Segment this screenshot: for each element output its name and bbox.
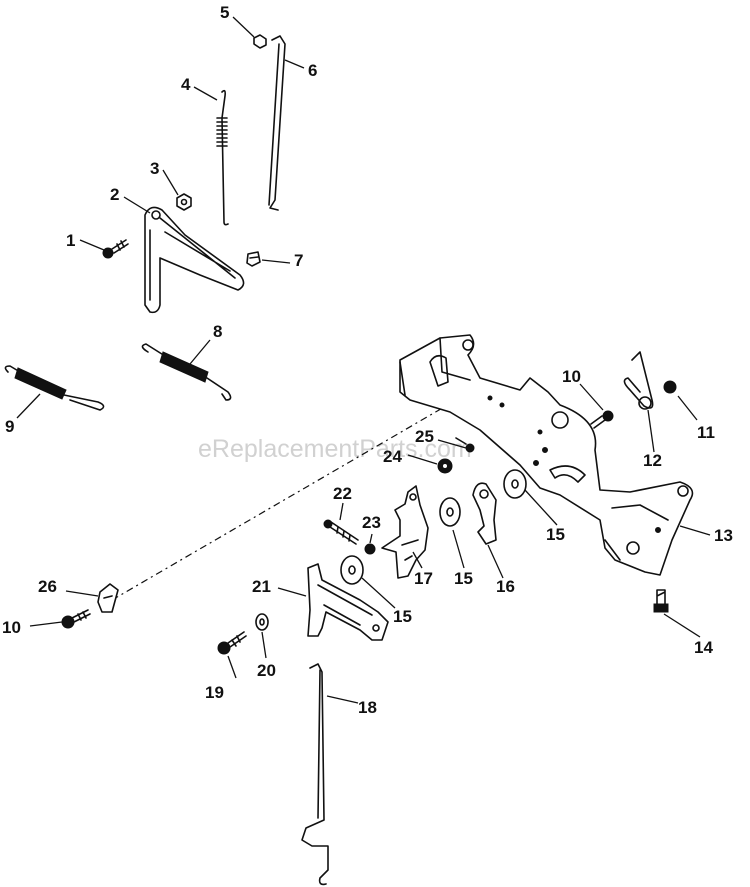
callout-10-upper: 10 — [562, 367, 581, 386]
callout-7: 7 — [294, 251, 303, 270]
callout-19: 19 — [205, 683, 224, 702]
alignment-line — [111, 391, 471, 601]
part-17-throttle-lever — [381, 485, 429, 579]
callout-17: 17 — [414, 569, 433, 588]
callout-15-c: 15 — [393, 607, 412, 626]
part-5-nut — [253, 34, 267, 49]
callout-15-b: 15 — [454, 569, 473, 588]
callout-4: 4 — [181, 75, 191, 94]
part-19-screw — [217, 631, 247, 655]
callout-18: 18 — [358, 698, 377, 717]
callout-15-a: 15 — [546, 525, 565, 544]
callout-13: 13 — [714, 526, 733, 545]
part-10-screw-upper — [590, 410, 614, 429]
part-2-lever — [144, 206, 245, 314]
callout-24: 24 — [383, 447, 402, 466]
part-20-washer — [255, 613, 269, 631]
part-22-screw — [323, 519, 359, 545]
part-7-clip — [246, 251, 261, 267]
callout-26: 26 — [38, 577, 57, 596]
callout-2: 2 — [110, 185, 119, 204]
callout-23: 23 — [362, 513, 381, 532]
callout-5: 5 — [220, 3, 229, 22]
callout-labels: 1 2 3 4 5 6 7 8 9 10 11 12 13 14 15 15 1… — [2, 3, 733, 717]
callout-9: 9 — [5, 417, 14, 436]
leader-lines — [16, 16, 711, 704]
part-4-spring-link — [216, 89, 229, 226]
callout-16: 16 — [496, 577, 515, 596]
part-8-spring — [141, 343, 232, 401]
part-11-nut — [663, 380, 677, 394]
watermark-text: eReplacementParts.com — [198, 435, 472, 463]
part-21-choke-bracket — [307, 563, 389, 641]
callout-14: 14 — [694, 638, 713, 657]
part-12-spring-clip — [623, 351, 654, 410]
part-1-screw — [102, 239, 129, 259]
callout-3: 3 — [150, 159, 159, 178]
callout-12: 12 — [643, 451, 662, 470]
part-9-spring — [4, 365, 105, 411]
part-6-rod — [268, 35, 286, 211]
part-24-nut — [437, 458, 453, 474]
callout-25: 25 — [415, 427, 434, 446]
callout-21: 21 — [252, 577, 271, 596]
callout-11: 11 — [697, 423, 715, 442]
part-26-clip — [97, 583, 119, 613]
part-18-rod — [301, 663, 329, 886]
part-16-lever — [472, 482, 497, 545]
callout-6: 6 — [308, 61, 317, 80]
callout-22: 22 — [333, 484, 352, 503]
part-15-washers — [340, 469, 527, 585]
part-23-nut — [364, 543, 376, 555]
part-3-nut — [176, 193, 192, 211]
callout-10-lower: 10 — [2, 618, 21, 637]
callout-1: 1 — [66, 231, 75, 250]
callout-8: 8 — [213, 322, 222, 341]
part-14-bolt — [653, 589, 669, 613]
callout-20: 20 — [257, 661, 276, 680]
part-10-screw-lower — [61, 609, 91, 629]
part-13-main-bracket — [399, 334, 694, 576]
